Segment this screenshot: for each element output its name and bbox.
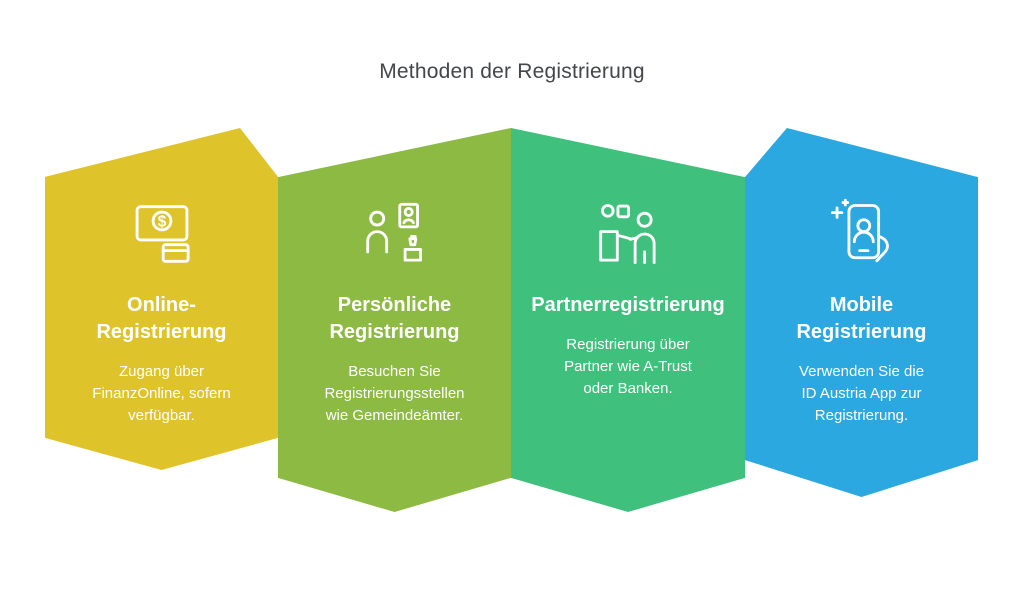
card-partnerregistrierung: Partnerregistrierung Registrierung über …: [511, 128, 745, 512]
card-body: Zugang über FinanzOnline, sofern verfügb…: [92, 363, 231, 424]
card-body: Besuchen Sie Registrierungsstellen wie G…: [324, 363, 465, 424]
svg-text:$: $: [157, 213, 166, 230]
card-heading: Persönliche Registrierung: [329, 294, 460, 343]
card-body: Verwenden Sie die ID Austria App zur Reg…: [798, 363, 925, 424]
smartphone-hand-icon: [824, 196, 900, 272]
card-body: Registrierung über Partner wie A-Trust o…: [564, 336, 692, 397]
page-title: Methoden der Registrierung: [379, 60, 645, 83]
card-heading: Partnerregistrierung: [531, 294, 725, 316]
card-online-registrierung: $ Online- Registrierung Zugang über Fina…: [45, 128, 278, 470]
monitor-dollar-icon: $: [124, 196, 200, 272]
partner-handover-icon: [590, 196, 666, 272]
person-registration-desk-icon: [357, 196, 433, 272]
card-heading: Online- Registrierung: [96, 294, 227, 343]
card-mobile-registrierung: Mobile Registrierung Verwenden Sie die I…: [745, 128, 978, 497]
card-persoenliche-registrierung: Persönliche Registrierung Besuchen Sie R…: [278, 128, 511, 512]
card-heading: Mobile Registrierung: [796, 294, 927, 343]
